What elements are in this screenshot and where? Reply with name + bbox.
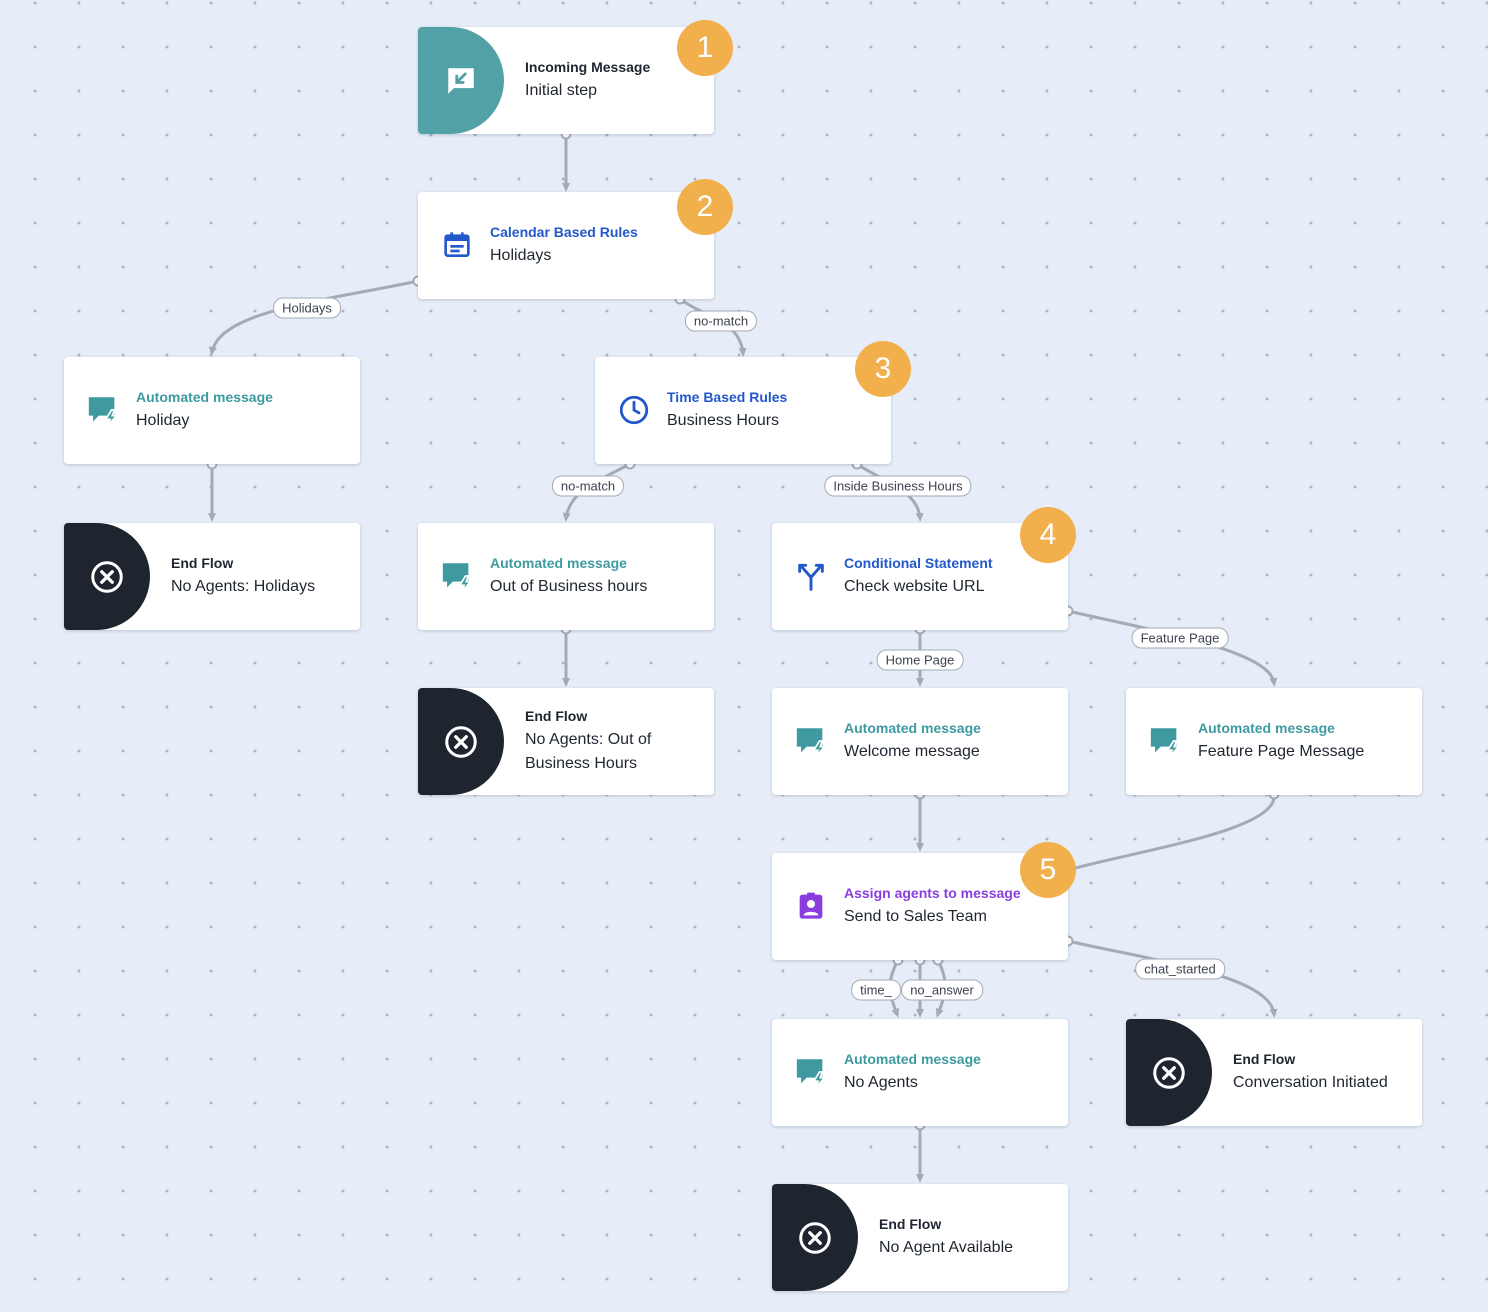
node-type-label: Automated message — [844, 1051, 981, 1067]
edge-label-feature-page[interactable]: Feature Page — [1131, 627, 1229, 649]
edge-label-no-answer[interactable]: no_answer — [901, 979, 983, 1001]
node-title: No Agents: Holidays — [171, 578, 316, 595]
node-cap — [64, 523, 150, 630]
edge-label-chat-started[interactable]: chat_started — [1135, 958, 1225, 980]
node-calendar-rules[interactable]: Calendar Based Rules Holidays — [418, 192, 714, 299]
node-type-label: Conditional Statement — [844, 555, 993, 571]
node-type-label: Assign agents to message — [844, 885, 1021, 901]
node-title: Initial step — [525, 82, 598, 99]
automated-message-icon — [88, 397, 119, 427]
node-type-label: Automated message — [1198, 720, 1335, 736]
node-type-label: End Flow — [525, 708, 588, 724]
node-end-flow-out-of-hours[interactable]: End Flow No Agents: Out of Business Hour… — [418, 688, 714, 795]
edge-label-home-page[interactable]: Home Page — [876, 649, 964, 671]
automated-message-icon — [796, 1059, 827, 1089]
step-badge-1: 1 — [677, 20, 733, 76]
step-badge-3: 3 — [855, 341, 911, 397]
node-type-label: Automated message — [844, 720, 981, 736]
node-automated-message-feature-page[interactable]: Automated message Feature Page Message — [1126, 688, 1422, 795]
automated-message-icon — [442, 563, 473, 593]
node-title: Feature Page Message — [1198, 743, 1365, 760]
edge-feature-to-assign — [1064, 793, 1276, 873]
clock-icon — [619, 395, 649, 425]
assign-agent-icon — [799, 892, 823, 919]
node-title: Conversation Initiated — [1233, 1074, 1388, 1091]
node-end-flow-conversation-initiated[interactable]: End Flow Conversation Initiated — [1126, 1019, 1422, 1126]
node-type-label: Automated message — [490, 555, 627, 571]
node-automated-message-welcome[interactable]: Automated message Welcome message — [772, 688, 1068, 795]
node-automated-message-out-of-hours[interactable]: Automated message Out of Business hours — [418, 523, 714, 630]
node-cap — [418, 688, 504, 795]
step-badge-5: 5 — [1020, 842, 1076, 898]
node-type-label: Calendar Based Rules — [490, 224, 638, 240]
node-type-label: End Flow — [879, 1216, 942, 1232]
close-circle-icon — [445, 725, 477, 758]
edge-label-holidays[interactable]: Holidays — [273, 297, 341, 319]
node-title: Out of Business hours — [490, 578, 648, 595]
node-title: Check website URL — [844, 578, 985, 595]
node-end-flow-holidays[interactable]: End Flow No Agents: Holidays — [64, 523, 360, 630]
node-cap — [418, 27, 504, 134]
node-cap — [1126, 1019, 1212, 1126]
step-badge-4: 4 — [1020, 507, 1076, 563]
node-type-label: End Flow — [1233, 1051, 1296, 1067]
node-end-flow-no-agent-available[interactable]: End Flow No Agent Available — [772, 1184, 1068, 1291]
node-conditional-statement[interactable]: Conditional Statement Check website URL — [772, 523, 1068, 630]
node-automated-message-holiday[interactable]: Automated message Holiday — [64, 357, 360, 464]
close-circle-icon — [1153, 1056, 1185, 1089]
node-time-rules[interactable]: Time Based Rules Business Hours — [595, 357, 891, 464]
node-title: Business Hours — [667, 412, 780, 429]
node-incoming-message[interactable]: Incoming Message Initial step — [418, 27, 714, 134]
node-automated-message-no-agents[interactable]: Automated message No Agents — [772, 1019, 1068, 1126]
edge-label-inside-business-hours[interactable]: Inside Business Hours — [824, 475, 972, 497]
automated-message-icon — [796, 728, 827, 758]
edge-label-no-match[interactable]: no-match — [551, 475, 625, 497]
node-type-label: Incoming Message — [525, 59, 651, 75]
node-title: Holidays — [490, 247, 552, 264]
close-circle-icon — [91, 560, 123, 593]
close-circle-icon — [799, 1221, 831, 1254]
node-title: Send to Sales Team — [844, 908, 987, 925]
node-title: No Agent Available — [879, 1239, 1014, 1256]
node-type-label: End Flow — [171, 555, 234, 571]
edge-label-no-match[interactable]: no-match — [684, 310, 758, 332]
automated-message-icon — [1150, 728, 1181, 758]
node-assign-agents[interactable]: Assign agents to message Send to Sales T… — [772, 853, 1068, 960]
node-title: Welcome message — [844, 743, 980, 760]
step-badge-2: 2 — [677, 179, 733, 235]
calendar-icon — [444, 232, 470, 257]
node-title: No Agents — [844, 1074, 918, 1091]
node-title: Holiday — [136, 412, 190, 429]
node-cap — [772, 1184, 858, 1291]
node-type-label: Automated message — [136, 389, 273, 405]
branch-icon — [798, 563, 824, 591]
node-title: No Agents: Out of Business Hours — [525, 731, 652, 772]
edge-label-time-out[interactable]: time_ — [851, 979, 901, 1001]
node-type-label: Time Based Rules — [667, 389, 788, 405]
incoming-message-icon — [448, 67, 474, 94]
